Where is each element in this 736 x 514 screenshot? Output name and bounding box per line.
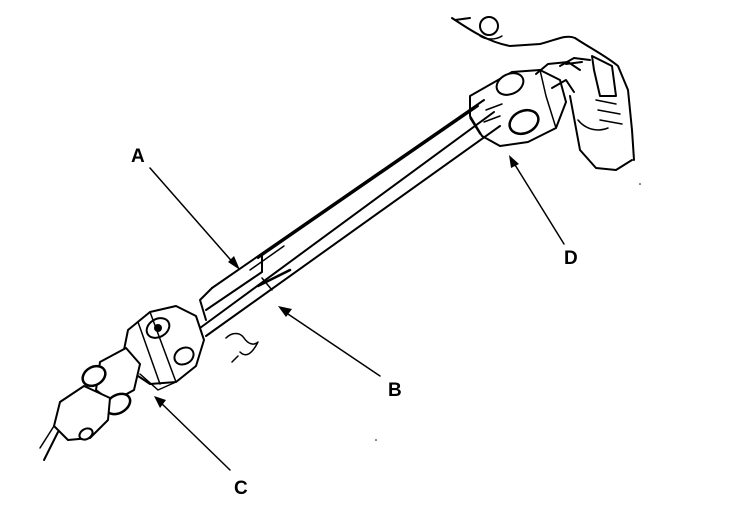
intermediate-shaft — [199, 99, 501, 337]
callout-c: C — [234, 478, 248, 499]
alignment-marks — [249, 245, 292, 291]
lower-universal-joint — [53, 305, 205, 441]
lower-stub-shaft — [39, 425, 59, 461]
wire-clip — [225, 332, 259, 363]
callout-b: B — [388, 380, 402, 401]
callout-d: D — [564, 248, 578, 269]
upper-universal-joint — [469, 61, 583, 147]
steering-column-housing — [451, 16, 635, 171]
leader-lines — [149, 155, 565, 471]
callout-a: A — [131, 146, 145, 167]
